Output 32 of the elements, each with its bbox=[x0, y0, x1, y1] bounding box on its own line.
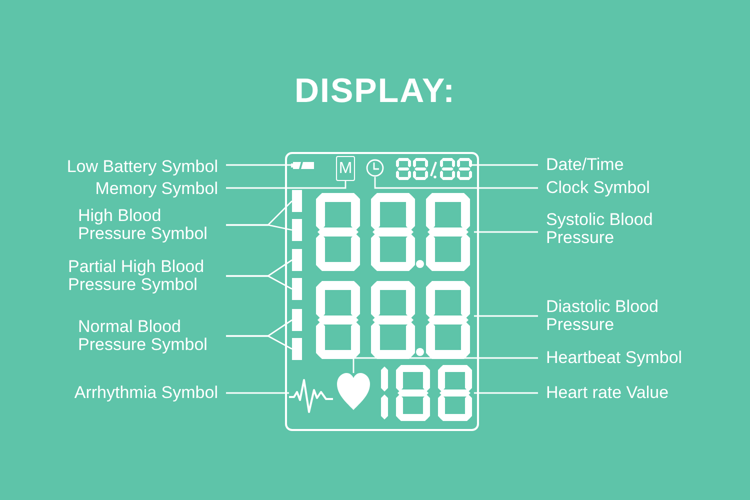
memory-indicator: M bbox=[336, 156, 355, 181]
leader-line bbox=[226, 224, 292, 231]
leader-line bbox=[226, 335, 292, 350]
callout-label: Partial High Blood Pressure Symbol bbox=[68, 258, 206, 294]
leader-line bbox=[226, 392, 289, 394]
callout-label: Clock Symbol bbox=[546, 179, 650, 197]
leader-line bbox=[226, 181, 346, 189]
indicator-bar bbox=[292, 219, 302, 241]
callout-label: Low Battery Symbol bbox=[66, 158, 218, 176]
indicator-bar bbox=[292, 278, 302, 300]
indicator-bar bbox=[292, 309, 302, 331]
lcd-screen-frame bbox=[285, 152, 479, 431]
leader-line bbox=[226, 164, 291, 166]
leader-line bbox=[226, 275, 292, 290]
callout-label: Heartbeat Symbol bbox=[546, 349, 682, 367]
leader-line bbox=[474, 315, 538, 317]
callout-label: Systolic Blood Pressure bbox=[546, 211, 654, 247]
leader-line bbox=[474, 392, 538, 394]
leader-line bbox=[374, 177, 538, 189]
indicator-bar bbox=[292, 249, 302, 271]
callout-label: High Blood Pressure Symbol bbox=[78, 207, 208, 243]
callout-label: Heart rate Value bbox=[546, 384, 669, 402]
callout-label: Memory Symbol bbox=[95, 180, 218, 198]
indicator-bar bbox=[292, 190, 302, 212]
leader-line bbox=[474, 231, 538, 233]
callout-label: Arrhythmia Symbol bbox=[74, 384, 218, 402]
title: DISPLAY: bbox=[293, 72, 457, 111]
callout-label: Date/Time bbox=[546, 156, 624, 174]
indicator-bar bbox=[292, 338, 302, 360]
callout-label: Normal Blood Pressure Symbol bbox=[78, 318, 208, 354]
callout-label: Diastolic Blood Pressure bbox=[546, 298, 660, 334]
leader-line bbox=[472, 164, 538, 166]
